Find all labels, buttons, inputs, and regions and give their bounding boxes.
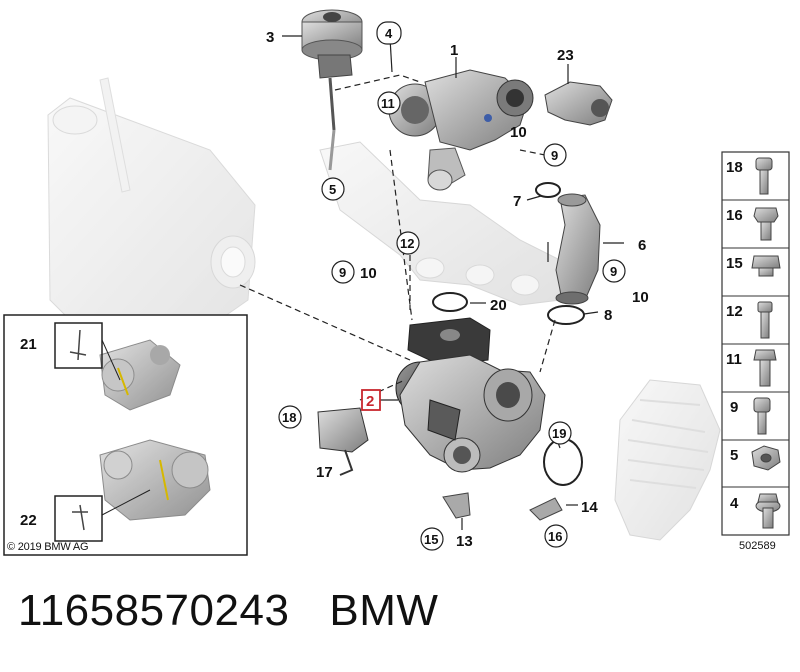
socket-bolt-icon — [753, 397, 771, 435]
callout-labels: 3 1 23 10 7 6 10 10 20 8 17 14 13 21 22 — [20, 29, 649, 550]
callout-8: 8 — [604, 307, 612, 324]
callout-1: 1 — [450, 42, 458, 59]
callout-11: 11 — [381, 96, 395, 111]
callout-18: 18 — [282, 410, 296, 425]
circle-9a — [543, 143, 567, 167]
callout-23: 23 — [557, 47, 574, 64]
vacuum-pipe-part — [328, 129, 336, 171]
callout-20: 20 — [490, 297, 507, 314]
circle-18 — [278, 405, 302, 429]
callout-9b: 9 — [339, 265, 346, 280]
heat-shield-part — [317, 407, 369, 476]
circle-9b — [331, 260, 355, 284]
inset-panel — [3, 314, 248, 556]
copyright-notice: © 2019 BMW AG — [7, 541, 89, 553]
callout-21: 21 — [20, 336, 37, 353]
callout-6: 6 — [638, 237, 646, 254]
collar-bolt-icon — [753, 349, 777, 387]
bracket-part — [544, 81, 613, 126]
callout-7: 7 — [513, 193, 521, 210]
gasket-7 — [535, 182, 561, 198]
callout-10c: 10 — [632, 289, 649, 306]
hardware-label-15: 15 — [726, 255, 743, 272]
intake-hose-ghost — [614, 379, 721, 541]
circle-16 — [544, 524, 568, 548]
callout-14: 14 — [581, 499, 598, 516]
circled-callouts — [278, 91, 626, 551]
callout-17: 17 — [316, 464, 333, 481]
hardware-label-16: 16 — [726, 207, 743, 224]
callout-9c: 9 — [610, 264, 617, 279]
callout-15: 15 — [424, 532, 438, 547]
diagram-reference-code: 502589 — [739, 540, 776, 552]
gasket-20 — [432, 292, 468, 312]
upper-turbocharger-part — [388, 69, 534, 191]
part-number: 11658570243 — [18, 586, 290, 635]
hex-nut-icon — [751, 445, 781, 471]
hardware-label-9: 9 — [730, 399, 738, 416]
solid-leader-lines — [282, 35, 624, 530]
boxed-callouts: 4 2 — [361, 21, 402, 411]
hardware-label-11: 11 — [726, 351, 742, 368]
hex-bolt-icon — [753, 207, 779, 241]
callout-22: 22 — [20, 512, 37, 529]
part-caption: 11658570243 BMW — [18, 586, 438, 636]
callout-4: 4 — [385, 26, 393, 41]
circle-11 — [377, 91, 401, 115]
charge-pipe-part — [555, 193, 601, 305]
brand-name: BMW — [329, 586, 439, 635]
hardware-label-4: 4 — [730, 495, 739, 512]
washer-bolt-icon — [755, 493, 781, 529]
circle-12 — [396, 231, 420, 255]
callout-5: 5 — [329, 182, 336, 197]
gasket-19 — [543, 438, 583, 486]
callout-4-box: 4 — [376, 21, 402, 45]
callout-19: 19 — [552, 426, 566, 441]
circle-9c — [602, 259, 626, 283]
actuator-part — [301, 9, 363, 131]
callout-2: 2 — [366, 393, 374, 410]
hardware-label-5: 5 — [730, 447, 738, 464]
hardware-sidebar: 18 16 15 12 11 9 5 4 — [721, 151, 790, 536]
gasket-8 — [547, 305, 585, 325]
hardware-label-18: 18 — [726, 159, 743, 176]
callout-3: 3 — [266, 29, 274, 46]
callout-9a: 9 — [551, 148, 558, 163]
callout-16: 16 — [548, 529, 562, 544]
catalytic-converter-ghost — [47, 77, 256, 331]
circled-callout-text: 11 9 5 12 9 9 18 19 15 16 — [282, 96, 617, 547]
hardware-label-12: 12 — [726, 303, 743, 320]
callout-2-box: 2 — [361, 389, 381, 411]
brackets-13-14 — [442, 492, 563, 521]
flange-bolt-icon — [751, 255, 781, 277]
main-turbocharger-part — [395, 317, 546, 473]
stud-bolt-icon — [757, 301, 773, 339]
circle-5 — [321, 177, 345, 201]
callout-13: 13 — [456, 533, 473, 550]
callout-12: 12 — [400, 236, 414, 251]
bolt-icon — [755, 157, 773, 195]
callout-10a: 10 — [510, 124, 527, 141]
callout-10b: 10 — [360, 265, 377, 282]
circle-19 — [548, 421, 572, 445]
circle-15 — [420, 527, 444, 551]
